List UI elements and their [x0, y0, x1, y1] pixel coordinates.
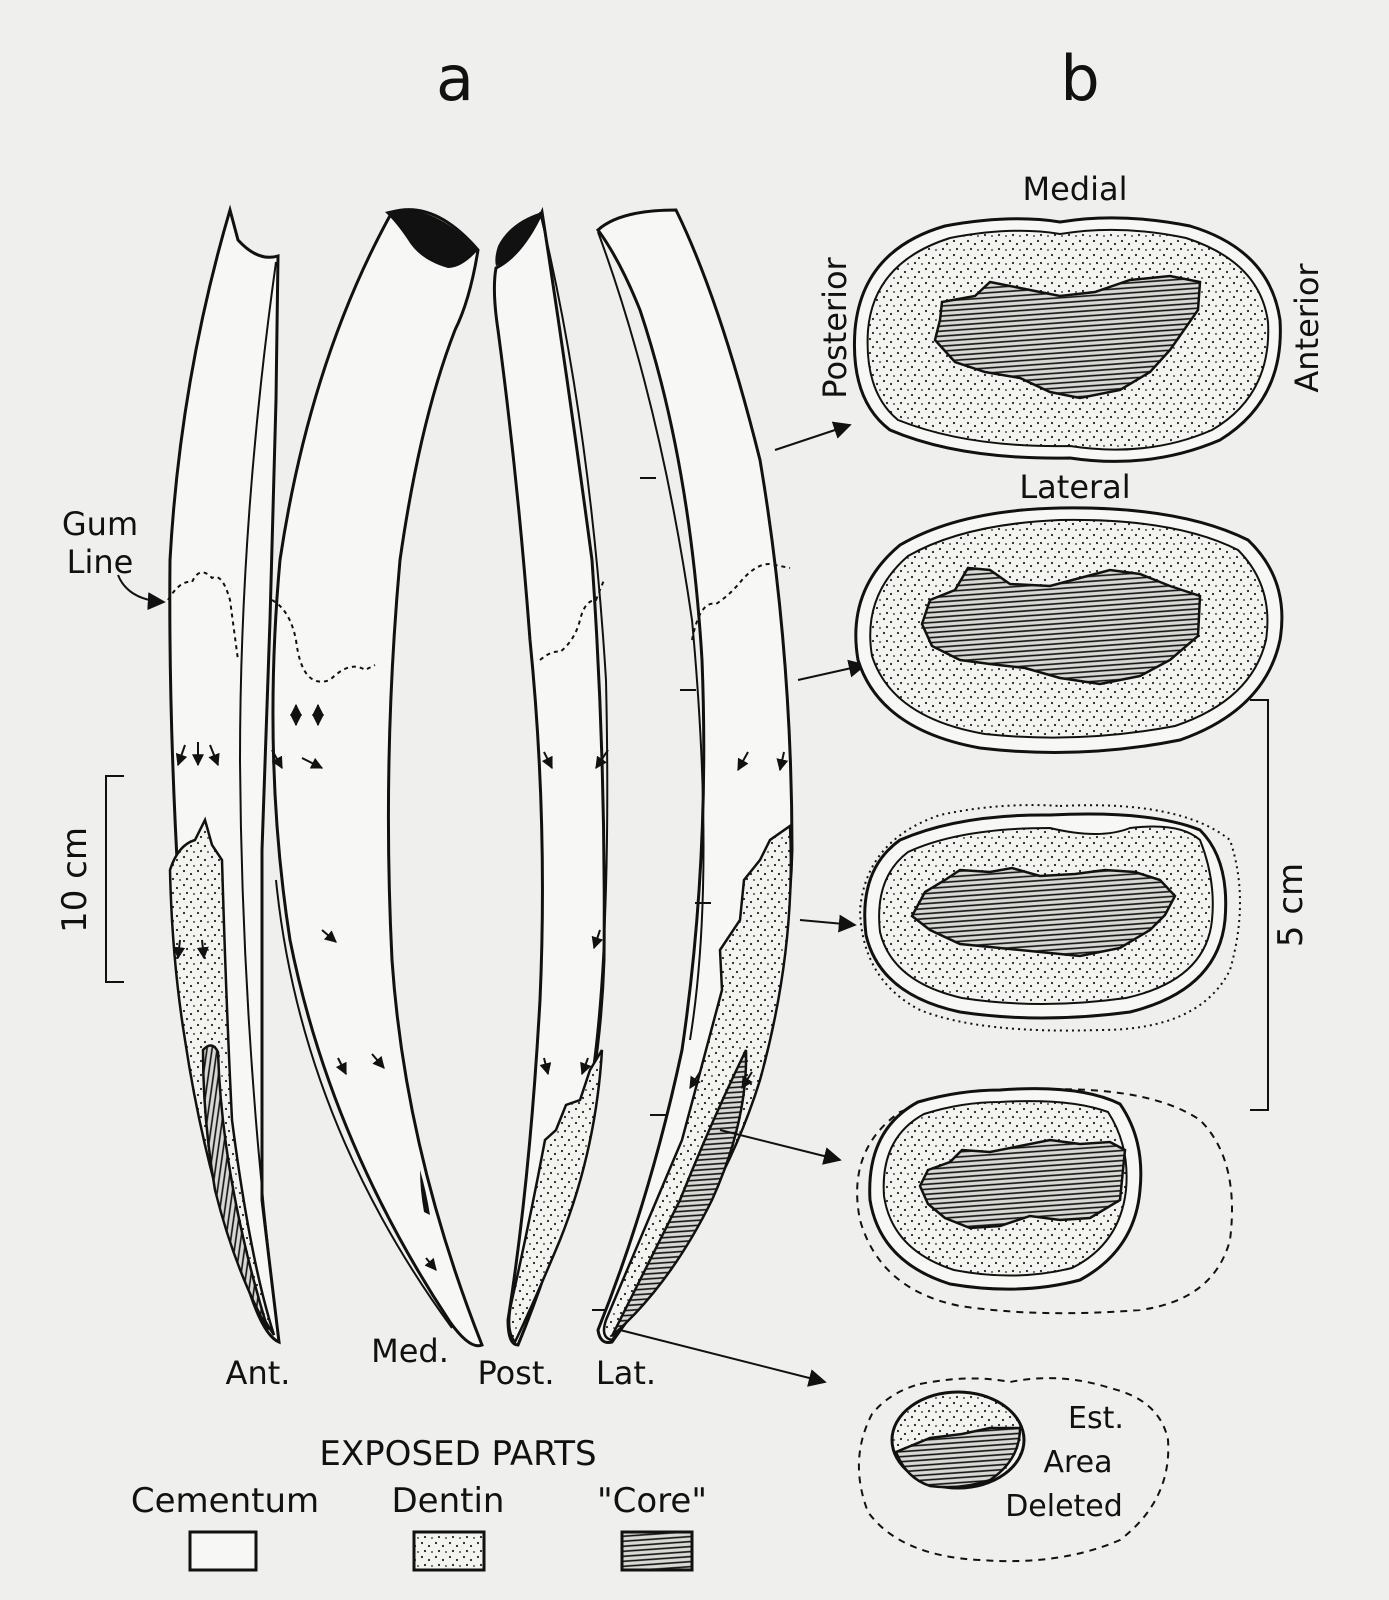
gum-line-anterior: [167, 571, 239, 661]
svg-text:Area: Area: [1043, 1445, 1112, 1480]
core-exposed-medial-tip: [385, 209, 478, 268]
gum-line-lateral: [691, 563, 791, 641]
core-exposed-posterior-tip: [495, 212, 542, 266]
view-label-med: Med.: [371, 1332, 449, 1370]
cross-section-4: [856, 1087, 1233, 1315]
tusk-anterior-view: [167, 204, 281, 1345]
core-exposed-lateral: [610, 1049, 748, 1337]
gum-line-medial: [271, 599, 376, 683]
dentin-exposed-posterior: [507, 1049, 604, 1345]
legend-title: EXPOSED PARTS: [319, 1434, 596, 1474]
scale-bar-10cm: 10 cm: [55, 775, 124, 983]
svg-text:Line: Line: [67, 543, 134, 581]
scale-bar-5cm: 5 cm: [1250, 699, 1311, 1111]
cross-section-1: [852, 216, 1282, 463]
legend-label-dentin: Dentin: [392, 1481, 505, 1521]
gum-line-posterior: [539, 579, 605, 661]
cross-section-5: [857, 1377, 1170, 1563]
view-label-lat: Lat.: [596, 1354, 656, 1392]
orientation-anterior: Anterior: [1288, 263, 1326, 393]
scale-10cm-label: 10 cm: [55, 827, 95, 933]
svg-text:Est.: Est.: [1068, 1401, 1124, 1436]
deleted-area-label: Est. Area Deleted: [1005, 1401, 1124, 1524]
legend-swatch-core: [620, 1530, 694, 1572]
tusk-lateral-view: [595, 208, 794, 1344]
section-arrows: [619, 421, 867, 1387]
tusk-medial-view: [271, 208, 484, 1348]
gum-line-label: Gum Line: [62, 505, 166, 611]
legend-label-core: "Core": [597, 1481, 707, 1521]
legend-label-cementum: Cementum: [131, 1481, 319, 1521]
orientation-medial: Medial: [1023, 170, 1128, 208]
legend: EXPOSED PARTS Cementum Dentin "Core": [131, 1434, 707, 1572]
legend-swatch-dentin: [412, 1530, 486, 1572]
view-label-ant: Ant.: [226, 1354, 291, 1392]
panel-a-label: a: [436, 42, 474, 115]
scale-5cm-label: 5 cm: [1271, 863, 1311, 947]
svg-text:Gum: Gum: [62, 505, 138, 543]
panel-b-label: b: [1060, 42, 1099, 115]
legend-swatch-cementum: [188, 1530, 258, 1572]
svg-text:Deleted: Deleted: [1005, 1489, 1123, 1524]
core-exposed-anterior: [201, 1044, 270, 1331]
tusk-posterior-view: [492, 206, 609, 1347]
dentin-exposed-anterior: [168, 816, 276, 1336]
section-ticks: [592, 477, 711, 1311]
orientation-posterior: Posterior: [816, 256, 854, 398]
cross-section-2: [854, 506, 1284, 754]
view-label-post: Post.: [477, 1354, 554, 1392]
cross-section-3: [858, 804, 1241, 1032]
orientation-lateral: Lateral: [1019, 468, 1130, 506]
